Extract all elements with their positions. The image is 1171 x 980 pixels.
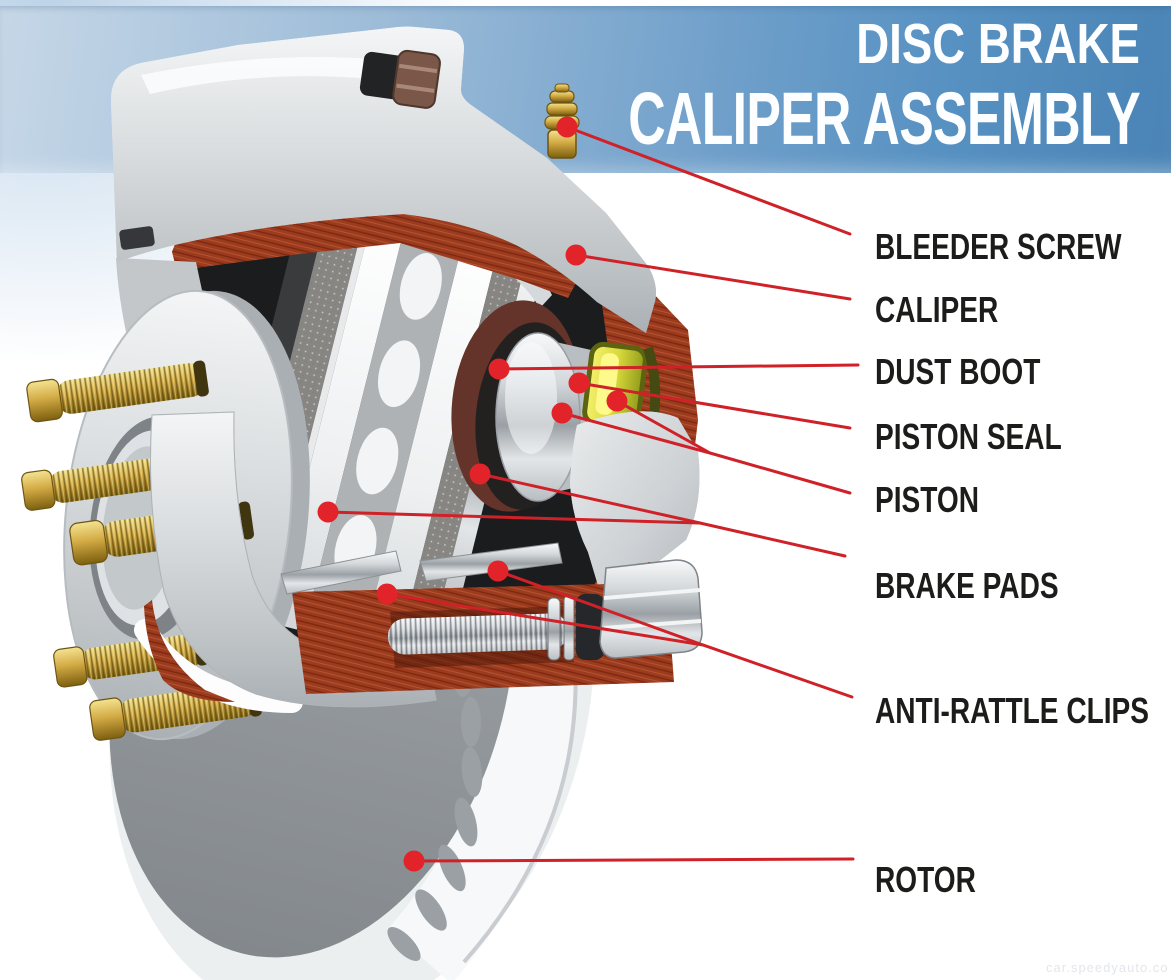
label-bleeder-screw: BLEEDER SCREW xyxy=(875,226,1122,267)
leader-caliper xyxy=(574,253,852,301)
caliper-top-ridge-highlight xyxy=(141,57,372,94)
label-rotor: ROTOR xyxy=(875,859,976,900)
leader-rotor xyxy=(412,857,855,863)
dot-piston xyxy=(551,402,573,424)
leader-piston-2 xyxy=(615,399,712,455)
caliper-bracket-arm xyxy=(144,411,437,708)
page-title: DISC BRAKE CALIPER ASSEMBLY xyxy=(409,16,1140,156)
leader-anti-rattle-2 xyxy=(496,569,705,647)
hex-head-facets xyxy=(603,588,702,630)
dot-rotor xyxy=(403,850,425,872)
label-brake-pads: BRAKE PADS xyxy=(875,565,1059,606)
title-line-1: DISC BRAKE xyxy=(856,12,1140,76)
caliper-nose xyxy=(570,411,700,602)
dot-bleeder-screw xyxy=(556,116,578,138)
bracket-arm-cut-face xyxy=(144,600,235,702)
dot-anti-rattle-2 xyxy=(487,560,509,582)
callout-leader-lines xyxy=(326,125,860,863)
wheel-stud xyxy=(26,360,209,423)
leader-dust-boot xyxy=(497,363,860,371)
dot-brake-pad-outer xyxy=(317,501,339,523)
rotor-inner-vanes xyxy=(334,253,442,582)
anti-rattle-clip xyxy=(280,550,402,595)
dot-anti-rattle-1 xyxy=(376,583,398,605)
dot-piston-seal xyxy=(568,372,590,394)
pin-washer xyxy=(547,597,561,661)
title-line-2: CALIPER ASSEMBLY xyxy=(628,77,1140,160)
anti-rattle-clip xyxy=(419,542,563,582)
label-piston: PISTON xyxy=(875,479,980,520)
callout-dots xyxy=(317,116,628,872)
caliper-left-notch xyxy=(119,226,155,250)
label-anti-rattle-clips: ANTI-RATTLE CLIPS xyxy=(875,690,1150,731)
piston-highlight xyxy=(505,342,557,454)
label-dust-boot: DUST BOOT xyxy=(875,351,1041,392)
caliper-body xyxy=(110,26,656,334)
leader-piston-seal xyxy=(577,381,852,430)
watermark: car.speedyauto.co xyxy=(1046,960,1169,975)
dot-brake-pad-inner xyxy=(469,463,491,485)
dot-piston-2 xyxy=(606,390,628,412)
pin-washer xyxy=(563,595,575,661)
label-piston-seal: PISTON SEAL xyxy=(875,416,1062,457)
caliper-guide-bolt xyxy=(359,49,441,109)
dot-dust-boot xyxy=(488,358,510,380)
wheel-stud xyxy=(21,455,172,511)
leader-brake-pads-2 xyxy=(478,472,702,525)
guide-pin xyxy=(388,613,568,655)
guide-pin-rail xyxy=(280,542,703,694)
hex-nut-facets xyxy=(396,63,438,93)
label-caliper: CALIPER xyxy=(875,289,999,330)
wheel-stud xyxy=(53,631,209,688)
dot-caliper xyxy=(565,244,587,266)
leader-bleeder-screw xyxy=(565,125,852,236)
